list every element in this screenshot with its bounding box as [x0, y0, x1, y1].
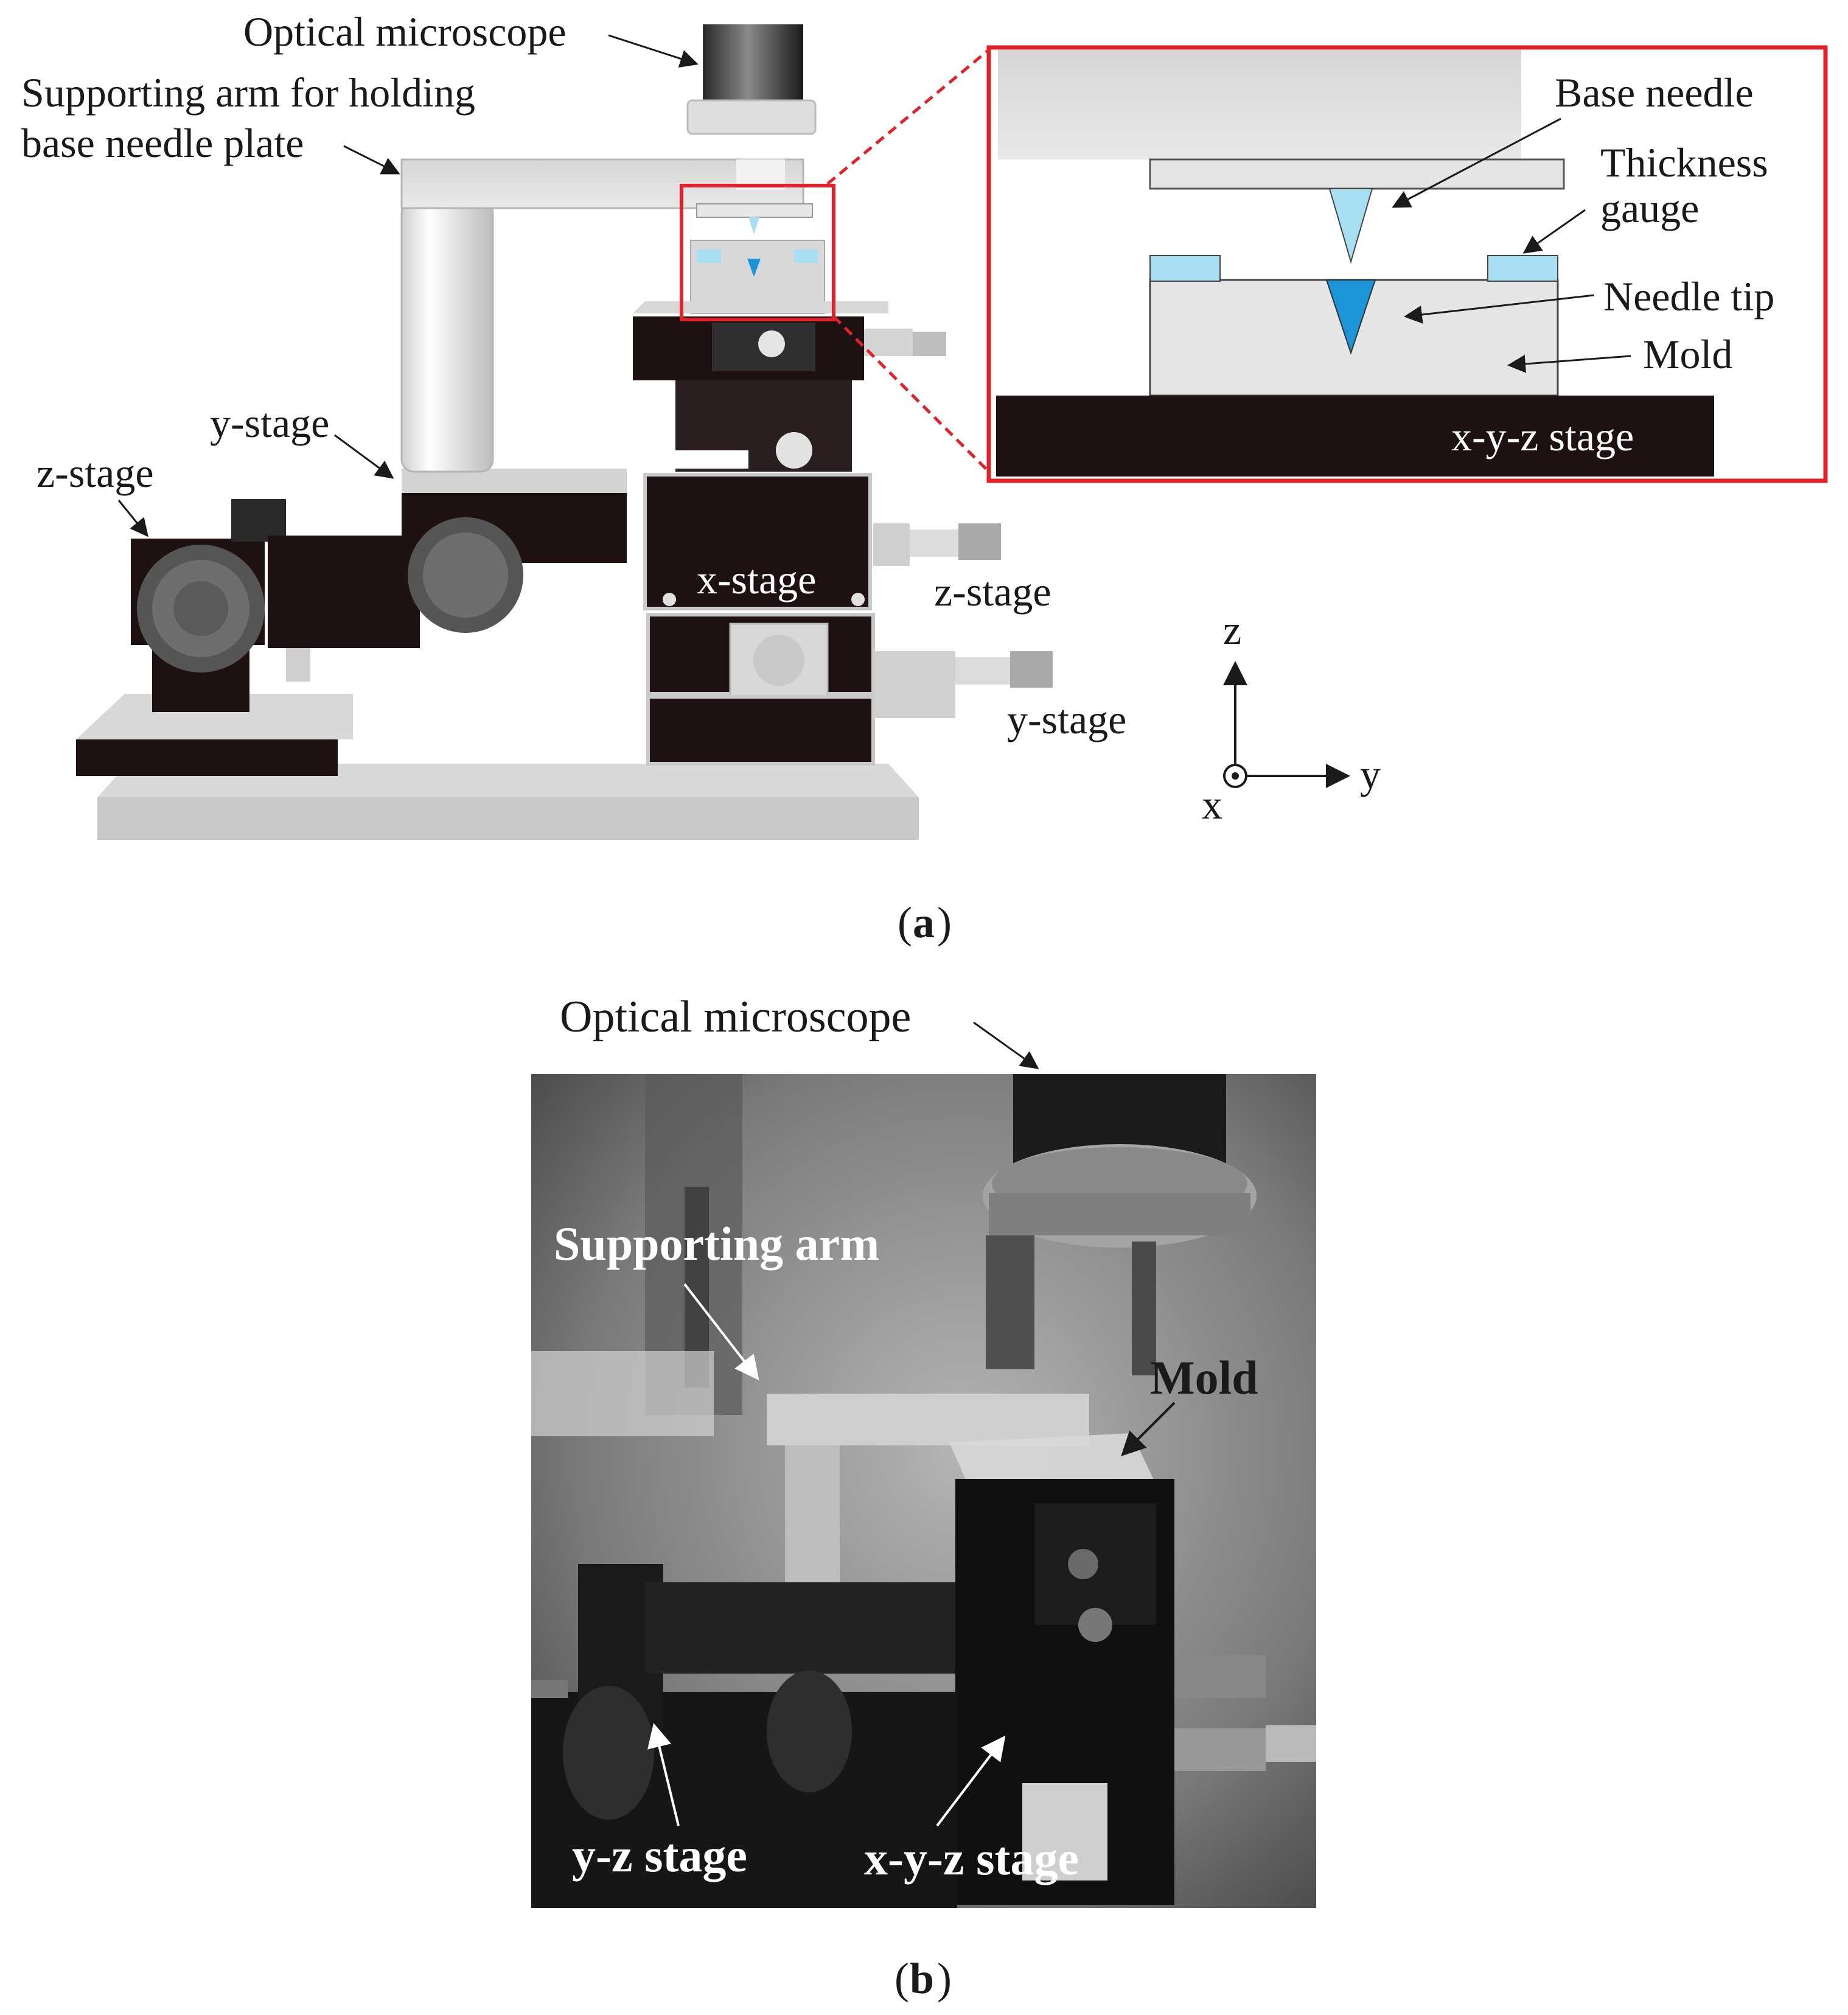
label-supporting-arm-b: Supporting arm	[554, 1217, 879, 1270]
thickness-gauge-right	[1487, 255, 1558, 282]
caption-a-close: )	[937, 898, 952, 947]
y-stage-left-block	[268, 469, 627, 682]
support-column	[400, 200, 494, 473]
label-thickness-line2: gauge	[1600, 185, 1699, 231]
needle-tip-shape	[1325, 279, 1376, 355]
label-yz-stage-b: y-z stage	[572, 1829, 747, 1882]
panel-a-labels: Optical microscope Supporting arm for ho…	[21, 9, 1126, 742]
axis-label-y: y	[1360, 751, 1381, 797]
caption-b-letter: b	[910, 1954, 934, 2003]
caption-b: ( b )	[894, 1954, 952, 2003]
label-supporting-arm-line1: Supporting arm for holding	[21, 69, 475, 116]
caption-a-open: (	[898, 898, 912, 947]
axis-label-z: z	[1223, 607, 1241, 653]
coordinate-axes: z y x	[1202, 607, 1381, 828]
label-z-stage-right: z-stage	[934, 568, 1051, 615]
inset-labels: Base needle Thickness gauge Needle tip M…	[1392, 69, 1774, 459]
panel-b-labels: Supporting arm Mold y-z stage x-y-z stag…	[554, 1217, 1258, 1885]
optical-microscope-drawing	[686, 24, 817, 135]
caption-a: ( a )	[898, 898, 952, 947]
panel-b: Optical microscope	[531, 992, 1316, 2003]
caption-b-open: (	[894, 1954, 909, 2003]
axis-label-x: x	[1202, 781, 1222, 828]
label-needle-tip: Needle tip	[1603, 273, 1774, 320]
base-needle-shape	[1328, 188, 1373, 264]
label-y-stage-right: y-stage	[1007, 696, 1126, 742]
label-z-stage-left: z-stage	[37, 450, 154, 496]
label-y-stage-left: y-stage	[210, 400, 329, 446]
caption-b-close: )	[937, 1954, 952, 2003]
label-mold-b: Mold	[1150, 1351, 1258, 1404]
xyz-stage-bar	[996, 396, 1714, 477]
inset-zoom	[986, 45, 1828, 483]
left-pedestal	[76, 694, 353, 776]
label-xyz-stage-b: x-y-z stage	[864, 1832, 1079, 1885]
zoom-lines	[680, 49, 990, 473]
xyz-stage-tower	[633, 301, 1053, 766]
label-optical-microscope-b: Optical microscope	[560, 992, 911, 1042]
panel-a: Optical microscope Supporting arm for ho…	[21, 9, 1828, 947]
label-optical-microscope: Optical microscope	[243, 9, 567, 55]
caption-a-letter: a	[913, 898, 935, 947]
z-stage-left-block	[131, 499, 286, 712]
label-thickness-line1: Thickness	[1600, 139, 1768, 186]
label-xyz-stage-inset: x-y-z stage	[1451, 413, 1634, 459]
thickness-gauge-left	[1149, 255, 1221, 282]
needle-plate-small	[690, 203, 825, 314]
label-mold-inset: Mold	[1643, 331, 1732, 377]
label-x-stage: x-stage	[697, 556, 816, 602]
label-supporting-arm-line2: base needle plate	[21, 120, 304, 166]
photo	[531, 1074, 1316, 1908]
label-base-needle: Base needle	[1555, 69, 1754, 116]
